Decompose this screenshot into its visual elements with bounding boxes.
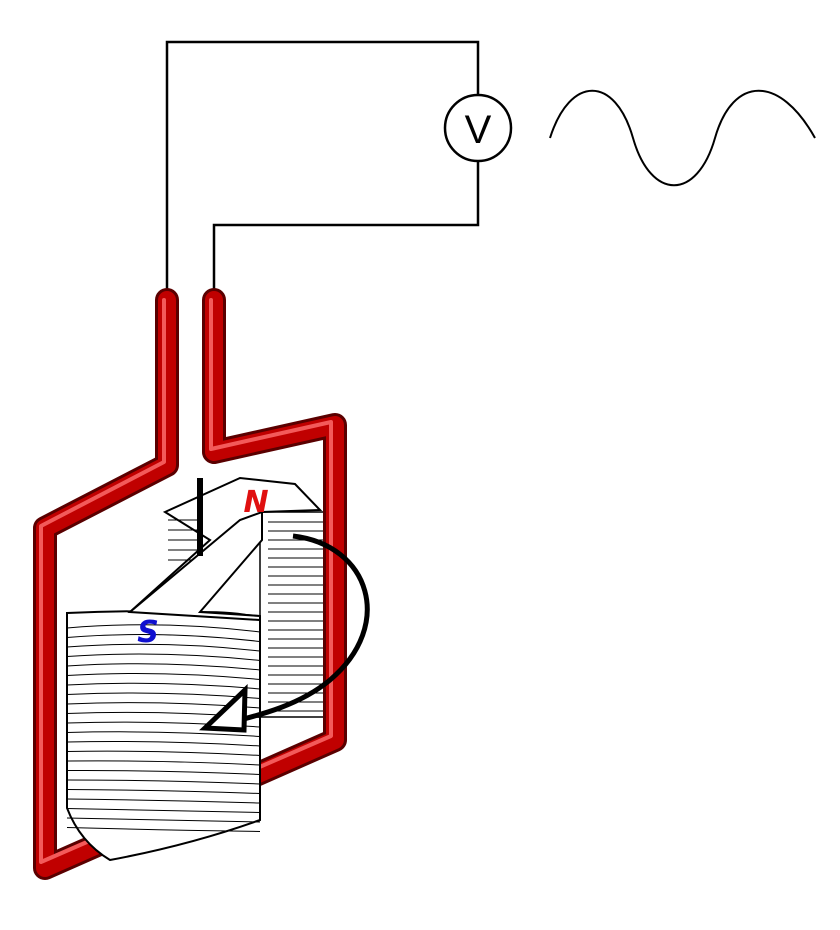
stator-back [259, 511, 325, 718]
lamination-line [66, 750, 261, 756]
south-pole-label: S [137, 615, 159, 650]
voltmeter-label: V [465, 108, 492, 152]
lamination-line [66, 731, 261, 737]
rotation-arrow-icon [199, 533, 370, 733]
wire-right [212, 158, 480, 300]
rotor-back-stripes [168, 519, 200, 561]
lamination-line [66, 808, 261, 813]
voltmeter: V [443, 93, 513, 163]
stator-back-face [259, 511, 325, 718]
lamination-line [66, 634, 261, 642]
lamination-line [66, 779, 261, 785]
stator-front [66, 610, 261, 862]
rotor-bar [127, 510, 263, 622]
lamination-line [66, 682, 261, 690]
lamination-line [66, 672, 261, 680]
lamination-line [66, 653, 261, 661]
lamination-line [66, 789, 261, 794]
lamination-line [66, 827, 261, 832]
wire-left [165, 40, 480, 300]
rotation-arrow-curve [231, 533, 370, 725]
lamination-line [66, 760, 261, 766]
lamination-line [66, 663, 261, 671]
lamination-line [66, 624, 261, 633]
voltmeter-icon [443, 93, 513, 163]
sine-wave-icon [549, 89, 816, 187]
rotation-arrowhead [199, 684, 248, 733]
lamination-line [66, 643, 261, 652]
lamination-line [66, 741, 261, 747]
lamination-line [66, 798, 261, 804]
stator-front-laminations [66, 624, 261, 832]
lamination-line [66, 769, 261, 775]
circuit-wires [165, 40, 480, 300]
north-pole-label: N [243, 485, 268, 520]
lamination-line [66, 817, 261, 823]
